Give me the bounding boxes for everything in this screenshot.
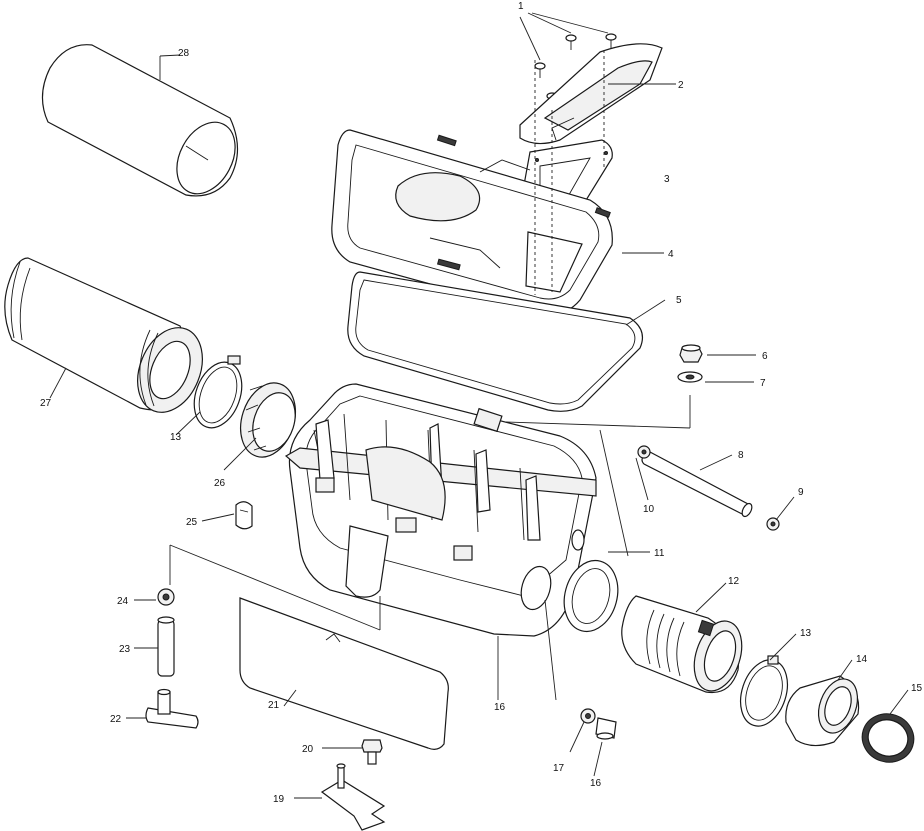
part-5-lid-seal: [347, 271, 643, 412]
part-21-panel: [239, 597, 449, 750]
label-27: 27: [40, 398, 52, 409]
label-24: 24: [117, 596, 129, 607]
label-25: 25: [186, 517, 198, 528]
label-2: 2: [678, 80, 684, 91]
part-23-hose: [157, 616, 175, 677]
leader-lines: [49, 12, 909, 799]
label-7: 7: [760, 378, 766, 389]
label-15: 15: [911, 683, 923, 694]
label-9: 9: [798, 487, 804, 498]
part-19-bracket: [320, 763, 386, 831]
label-20: 20: [302, 744, 314, 755]
label-26: 26: [214, 478, 226, 489]
part-9-hose-clamp: [766, 517, 780, 531]
part-16-airbox-body: [284, 383, 597, 637]
part-24-clamp: [157, 588, 175, 606]
label-12: 12: [728, 576, 740, 587]
part-2-intake-snorkel: [519, 43, 663, 145]
label-6: 6: [762, 351, 768, 362]
label-14: 14: [856, 654, 868, 665]
label-1: 1: [518, 1, 524, 12]
part-14-outlet-boot: [785, 675, 860, 747]
part-28-prefilter-sleeve: [41, 44, 239, 197]
label-17: 17: [553, 763, 565, 774]
part-20-bolt: [361, 739, 383, 765]
part-10-hose-clamp: [637, 445, 651, 459]
part-12-outlet-coupler: [621, 595, 743, 694]
label-23: 23: [119, 644, 131, 655]
part-number-labels: 1 2 3 4 5 6 7 8 9 10 11 12 13 13 14 15 1…: [40, 1, 923, 805]
part-8-drain-tube: [641, 451, 753, 518]
label-13-upper: 13: [170, 432, 182, 443]
part-11-gasket-ring: [563, 559, 619, 633]
part-17-clamp: [580, 708, 596, 724]
part-13-clamp-lower: [739, 655, 789, 727]
part-16-fitting: [595, 717, 617, 740]
part-25-clip: [235, 501, 253, 530]
label-8: 8: [738, 450, 744, 461]
part-26-adapter-ring: [240, 382, 296, 458]
label-13-lower: 13: [800, 628, 812, 639]
part-15-clamp: [861, 713, 915, 763]
part-7-washer: [677, 371, 703, 383]
part-27-air-filter-element: [4, 257, 203, 413]
label-5: 5: [676, 295, 682, 306]
label-3: 3: [664, 174, 670, 185]
label-10: 10: [643, 504, 655, 515]
label-21: 21: [268, 700, 280, 711]
label-4: 4: [668, 249, 674, 260]
label-16-fitting: 16: [590, 778, 602, 789]
part-22-tee-fitting: [145, 688, 199, 729]
label-19: 19: [273, 794, 285, 805]
label-22: 22: [110, 714, 122, 725]
part-13-clamp-upper: [193, 355, 243, 429]
part-4-airbox-lid: [331, 129, 613, 316]
label-28: 28: [178, 48, 190, 59]
label-11: 11: [654, 548, 665, 559]
part-6-nut: [679, 344, 703, 363]
label-16-body: 16: [494, 702, 506, 713]
